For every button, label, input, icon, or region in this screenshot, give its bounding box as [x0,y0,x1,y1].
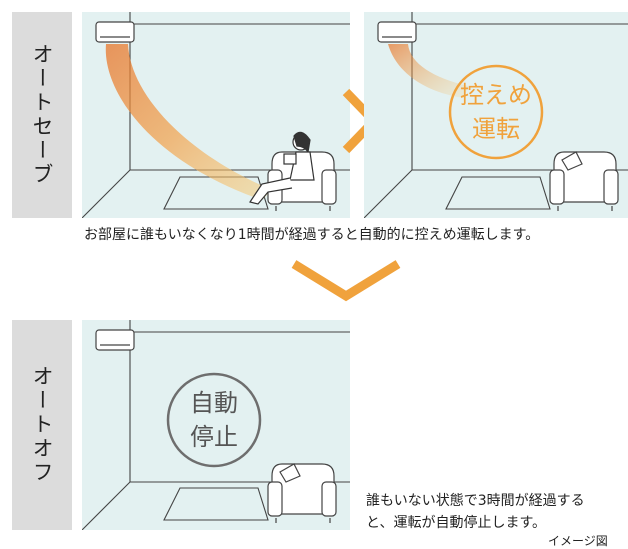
person-reading-icon [249,131,315,205]
save-badge-line1: 控えめ [460,81,532,109]
auto-save-label: オートセーブ [30,43,54,187]
save-badge-line2: 運転 [472,115,520,143]
room-occupied-scene [82,12,350,218]
sofa-icon [549,151,619,211]
air-conditioner-icon [377,21,417,43]
sofa-icon [267,463,337,523]
auto-off-label-box: オートオフ [12,320,72,530]
stop-badge-line2: 停止 [190,423,238,451]
image-note: イメージ図 [548,534,608,548]
save-badge-text: 控えめ 運転 [450,78,542,146]
chevron-down-icon [291,260,401,302]
air-conditioner-icon [95,329,135,351]
air-conditioner-icon [95,21,135,43]
room-stopped-scene [82,320,350,530]
room-empty-save-scene [364,12,628,218]
auto-off-caption-line1: 誰もいない状態で3時間が経過する [366,493,585,509]
airflow-strong [105,44,273,200]
auto-off-label: オートオフ [30,365,54,485]
stop-badge-line1: 自動 [190,389,238,417]
auto-save-caption: お部屋に誰もいなくなり1時間が経過すると自動的に控えめ運転します。 [84,227,540,243]
auto-off-caption-line2: と、運転が自動停止します。 [366,515,547,531]
auto-save-label-box: オートセーブ [12,12,72,218]
stop-badge-text: 自動 停止 [168,386,260,454]
save-badge-circle [448,64,544,160]
stop-badge-circle [166,372,262,468]
airflow-gentle [388,44,468,98]
